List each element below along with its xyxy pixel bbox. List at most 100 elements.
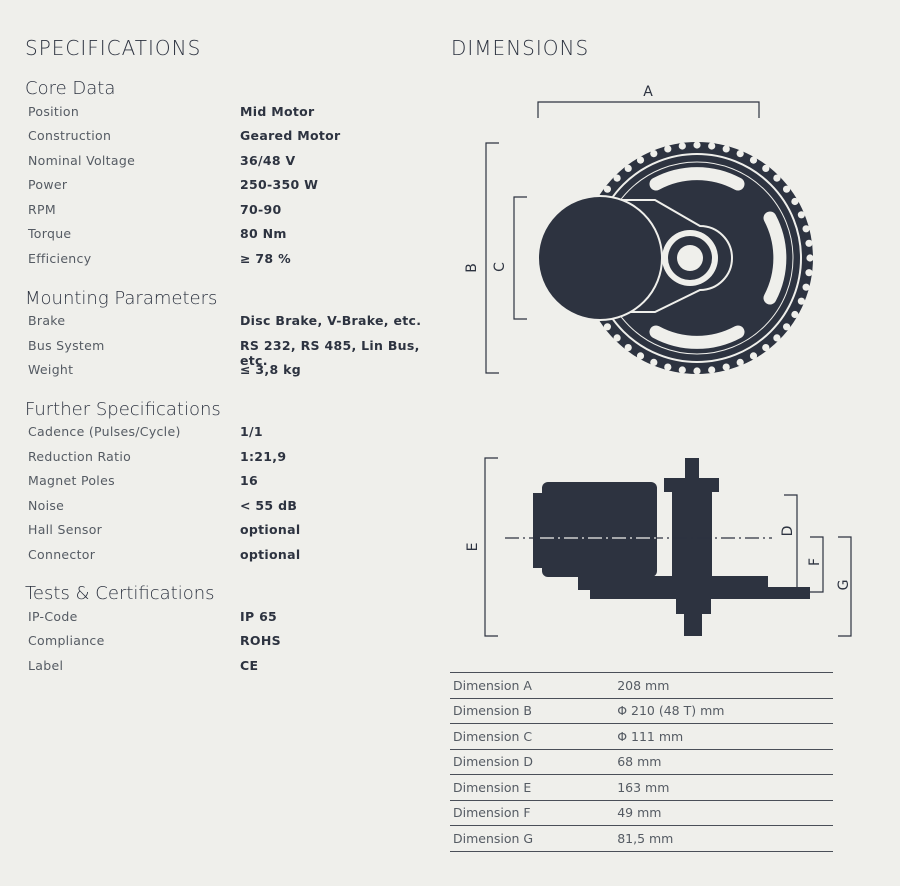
spec-label: Hall Sensor — [28, 522, 103, 537]
spec-label: Weight — [28, 362, 74, 377]
dimension-g-line — [838, 536, 852, 637]
dimension-label: Dimension G — [450, 825, 618, 852]
chainring-tooth-gap — [636, 352, 645, 360]
spec-value: Disc Brake, V-Brake, etc. — [240, 313, 422, 328]
chainring-tooth-gap — [722, 145, 730, 153]
spec-label: Construction — [28, 128, 112, 143]
chainring-tooth-gap — [693, 367, 701, 375]
spec-value: < 55 dB — [240, 498, 298, 513]
chainring-tooth-gap — [762, 344, 770, 352]
group-title-further-specifications: Further Specifications — [25, 399, 221, 420]
chainring-tooth-gap — [603, 185, 612, 193]
spec-row: Hall Sensor optional — [28, 522, 438, 542]
label-d: D — [780, 526, 796, 537]
spec-value: RS 232, RS 485, Lin Bus, etc. — [240, 338, 420, 368]
label-e: E — [465, 543, 481, 552]
dimension-label: Dimension A — [450, 672, 618, 698]
chainring-tooth-gap — [791, 197, 799, 206]
chainring-tooth-gap — [806, 254, 814, 262]
spec-value: optional — [240, 522, 301, 537]
dimension-b-line — [485, 142, 499, 374]
spec-value: Geared Motor — [240, 128, 341, 143]
spec-label: Compliance — [28, 633, 105, 648]
spec-label: Brake — [28, 313, 66, 328]
specifications-title: SPECIFICATIONS — [25, 36, 202, 60]
chainring-tooth-gap — [636, 156, 645, 164]
label-a: A — [643, 84, 653, 100]
dimension-e-line — [484, 457, 498, 637]
spec-value: ROHS — [240, 633, 281, 648]
spec-label: Reduction Ratio — [28, 449, 132, 464]
group-title-mounting-parameters: Mounting Parameters — [25, 288, 218, 309]
spec-label: Power — [28, 177, 68, 192]
group-title-core-data: Core Data — [25, 78, 116, 99]
spec-row: Construction Geared Motor — [28, 128, 438, 148]
label-c: C — [492, 262, 508, 272]
dimension-label: Dimension D — [450, 748, 618, 775]
chainring-tooth-gap — [783, 323, 791, 331]
chainring-tooth-gap — [791, 310, 799, 319]
spec-value: 1:21,9 — [240, 449, 287, 464]
spec-label: Label — [28, 658, 64, 673]
dimension-label: Dimension B — [450, 697, 618, 724]
label-b: B — [464, 263, 480, 273]
spec-row: Weight≤ 3,8 kg — [28, 362, 438, 382]
spec-label: RPM — [28, 202, 56, 217]
spec-row: Efficiency ≥ 78 % — [28, 251, 438, 271]
dimension-label: Dimension E — [450, 774, 618, 800]
chainring-tooth-gap — [678, 142, 686, 150]
spec-label: Cadence (Pulses/Cycle) — [28, 424, 181, 439]
group-title-tests-certifications: Tests & Certifications — [25, 583, 215, 604]
spec-label: Efficiency — [28, 251, 92, 266]
chainring-tooth-gap — [708, 142, 716, 150]
spec-value: 70-90 — [240, 202, 282, 217]
dimension-d-line — [784, 494, 798, 593]
chainring-tooth-gap — [722, 363, 730, 371]
spec-value: 1/1 — [240, 424, 263, 439]
dimension-label: Dimension C — [450, 723, 618, 749]
spec-value: optional — [240, 547, 301, 562]
chainring-tooth-gap — [736, 150, 744, 158]
spec-row: Noise < 55 dB — [28, 498, 438, 518]
dimension-value: Φ 111 mm — [617, 723, 833, 749]
spec-value: ≥ 78 % — [240, 251, 291, 266]
spec-value: 16 — [240, 473, 258, 488]
dimensions-title: DIMENSIONS — [451, 36, 590, 60]
chainring-tooth-gap — [664, 145, 672, 153]
chainring-tooth-gap — [624, 344, 632, 352]
label-g: G — [836, 580, 852, 591]
spec-label: IP-Code — [28, 609, 78, 624]
chainring-tooth-gap — [802, 225, 810, 233]
dimension-value: 163 mm — [617, 774, 833, 800]
chainring-tooth-gap — [603, 323, 612, 331]
chainring-tooth-gap — [762, 164, 770, 172]
chainring-tooth-gap — [773, 174, 781, 182]
chainring-tooth-gap — [650, 150, 658, 158]
spec-value: CE — [240, 658, 259, 673]
chainring-tooth-gap — [613, 174, 621, 182]
dimension-a-line — [537, 101, 760, 118]
dimension-value: Φ 210 (48 T) mm — [617, 697, 833, 724]
dimension-value: 81,5 mm — [617, 825, 833, 852]
spec-row: RPM 70-90 — [28, 202, 438, 222]
spec-value: Mid Motor — [240, 104, 315, 119]
chainring-tooth-gap — [797, 211, 806, 219]
dimension-label: Dimension F — [450, 799, 618, 826]
chainring-tooth-gap — [797, 297, 806, 305]
chainring-tooth-gap — [624, 164, 632, 172]
dimension-value: 208 mm — [617, 672, 833, 698]
spec-label: Noise — [28, 498, 65, 513]
chainring-tooth-gap — [805, 239, 813, 247]
